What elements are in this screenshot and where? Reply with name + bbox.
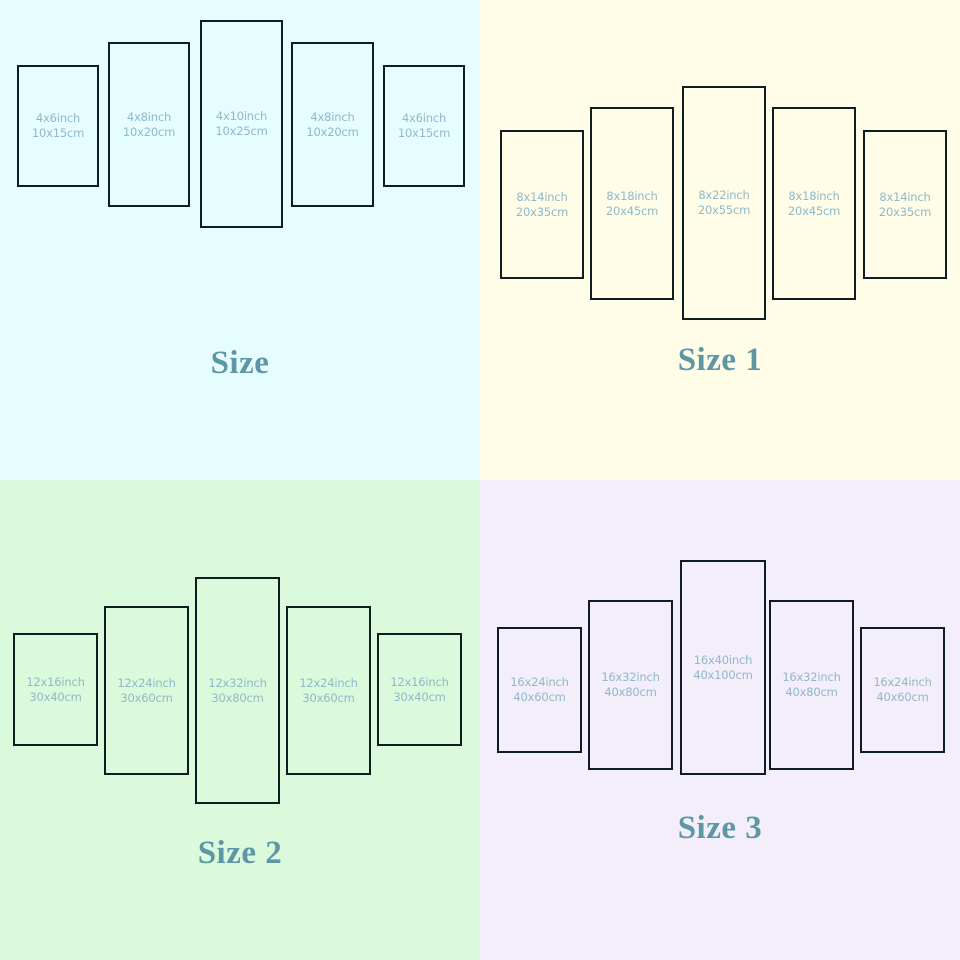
panel-3-cm: 30x80cm (211, 690, 264, 705)
panel-2-cm: 20x45cm (605, 203, 659, 218)
panel-5: 4x6inch 10x15cm (383, 65, 465, 187)
panel-1-cm: 30x40cm (29, 689, 82, 704)
panel-5-label: 4x6inch 10x15cm (398, 111, 450, 140)
panel-5-cm: 30x40cm (393, 689, 446, 704)
panel-3-cm: 20x55cm (697, 203, 751, 217)
panel-5-inch: 8x14inch (879, 189, 931, 204)
panel-2-label: 4x8inch 10x20cm (123, 110, 175, 139)
panel-2-inch: 4x8inch (126, 109, 172, 124)
panel-4-label: 16x32inch 40x80cm (782, 670, 841, 699)
panel-2: 8x18inch 20x45cm (590, 107, 674, 300)
panel-5-label: 8x14inch 20x35cm (879, 190, 931, 219)
quadrant-title-size-1: Size 1 (677, 342, 763, 378)
panel-3-inch: 16x40inch (693, 652, 753, 667)
panel-3: 4x10inch 10x25cm (200, 20, 283, 228)
panel-1-label: 16x24inch 40x60cm (510, 675, 569, 704)
panel-4-inch: 4x8inch (310, 109, 355, 124)
panel-3-label: 16x40inch 40x100cm (693, 652, 753, 682)
panel-1: 16x24inch 40x60cm (497, 627, 582, 753)
panel-2-label: 12x24inch 30x60cm (117, 675, 176, 705)
quadrant-size-1: 8x14inch 20x35cm 8x18inch 20x45cm 8x22in… (480, 0, 960, 480)
panel-4-cm: 10x20cm (306, 124, 359, 139)
panel-2-inch: 16x32inch (601, 670, 660, 685)
panel-3: 16x40inch 40x100cm (680, 560, 766, 775)
quadrant-size-3: 16x24inch 40x60cm 16x32inch 40x80cm 16x4… (480, 480, 960, 960)
panel-2-cm: 30x60cm (120, 690, 173, 705)
panel-3-inch: 4x10inch (215, 109, 268, 124)
panel-3-inch: 8x22inch (698, 188, 750, 203)
panel-4-inch: 8x18inch (788, 188, 840, 203)
panel-4-inch: 16x32inch (782, 670, 841, 685)
quadrant-size-2: 12x16inch 30x40cm 12x24inch 30x60cm 12x3… (0, 480, 480, 960)
panel-5-inch: 4x6inch (401, 111, 447, 126)
panel-2-label: 16x32inch 40x80cm (601, 670, 660, 699)
panel-2-cm: 10x20cm (122, 124, 176, 139)
panel-1-label: 4x6inch 10x15cm (32, 111, 84, 140)
panel-4: 16x32inch 40x80cm (769, 600, 854, 770)
panel-1: 8x14inch 20x35cm (500, 130, 584, 279)
panel-1-label: 12x16inch 30x40cm (26, 674, 85, 704)
panel-4-cm: 40x80cm (785, 685, 838, 699)
panel-1-inch: 12x16inch (26, 674, 85, 689)
panel-2: 12x24inch 30x60cm (104, 606, 189, 775)
panel-5-label: 12x16inch 30x40cm (390, 674, 449, 704)
panel-5: 16x24inch 40x60cm (860, 627, 945, 753)
panel-3: 8x22inch 20x55cm (682, 86, 766, 320)
panel-group-size-3: 16x24inch 40x60cm 16x32inch 40x80cm 16x4… (480, 480, 960, 960)
panel-3-label: 12x32inch 30x80cm (208, 675, 267, 705)
panel-5-inch: 12x16inch (390, 674, 449, 689)
panel-5-cm: 10x15cm (397, 126, 451, 140)
panel-5: 12x16inch 30x40cm (377, 633, 462, 746)
panel-4-label: 12x24inch 30x60cm (299, 675, 358, 705)
quadrant-size: 4x6inch 10x15cm 4x8inch 10x20cm 4x10inch… (0, 0, 480, 480)
panel-2-inch: 12x24inch (117, 675, 176, 690)
panel-5-cm: 20x35cm (878, 204, 932, 219)
panel-3-cm: 10x25cm (215, 124, 268, 138)
panel-4-inch: 12x24inch (299, 675, 358, 690)
panel-3-cm: 40x100cm (693, 667, 753, 682)
panel-3-label: 4x10inch 10x25cm (215, 109, 267, 138)
panel-group-size: 4x6inch 10x15cm 4x8inch 10x20cm 4x10inch… (0, 0, 480, 480)
panel-1-cm: 20x35cm (515, 204, 569, 219)
panel-4-cm: 30x60cm (302, 690, 355, 705)
panel-2-inch: 8x18inch (606, 188, 658, 203)
panel-5-inch: 16x24inch (873, 675, 932, 690)
panel-1-inch: 8x14inch (516, 189, 568, 204)
panel-3-label: 8x22inch 20x55cm (698, 188, 750, 217)
panel-1: 4x6inch 10x15cm (17, 65, 99, 187)
quadrant-title-size-3: Size 3 (677, 810, 763, 846)
panel-1: 12x16inch 30x40cm (13, 633, 98, 746)
panel-group-size-2: 12x16inch 30x40cm 12x24inch 30x60cm 12x3… (0, 480, 480, 960)
panel-3: 12x32inch 30x80cm (195, 577, 280, 804)
panel-4-cm: 20x45cm (787, 203, 841, 218)
panel-5-label: 16x24inch 40x60cm (873, 675, 932, 704)
panel-1-cm: 40x60cm (513, 690, 566, 704)
panel-4: 8x18inch 20x45cm (772, 107, 856, 300)
panel-1-cm: 10x15cm (31, 126, 85, 140)
quadrant-title-size-2: Size 2 (197, 835, 283, 871)
panel-3-inch: 12x32inch (208, 675, 267, 690)
quadrant-title-size: Size (210, 345, 270, 381)
panel-4: 12x24inch 30x60cm (286, 606, 371, 775)
panel-1-inch: 16x24inch (510, 675, 569, 690)
panel-1-label: 8x14inch 20x35cm (516, 190, 568, 219)
panel-4-label: 4x8inch 10x20cm (306, 110, 358, 139)
panel-5-cm: 40x60cm (876, 690, 929, 704)
panel-2-cm: 40x80cm (604, 685, 657, 699)
panel-group-size-1: 8x14inch 20x35cm 8x18inch 20x45cm 8x22in… (480, 0, 960, 480)
panel-2: 4x8inch 10x20cm (108, 42, 190, 207)
panel-2: 16x32inch 40x80cm (588, 600, 673, 770)
panel-4-label: 8x18inch 20x45cm (788, 189, 840, 218)
panel-1-inch: 4x6inch (35, 111, 81, 126)
panel-2-label: 8x18inch 20x45cm (606, 189, 658, 218)
panel-4: 4x8inch 10x20cm (291, 42, 374, 207)
panel-5: 8x14inch 20x35cm (863, 130, 947, 279)
